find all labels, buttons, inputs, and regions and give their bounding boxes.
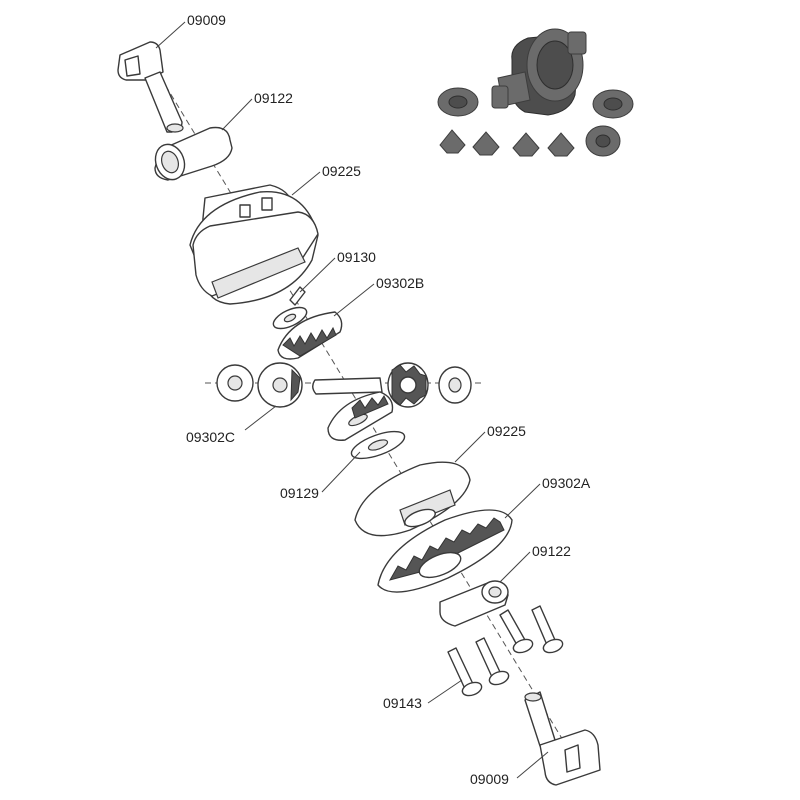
spider-gear-icon [257, 362, 303, 408]
washer-right-icon [438, 366, 472, 404]
label-bearing-bottom: 09122 [532, 543, 571, 559]
loose-bevel-gear-icon [585, 125, 621, 157]
label-outdrive-bottom: 09009 [470, 771, 509, 787]
label-ring-gear: 09302A [542, 475, 591, 491]
loose-spider-gear-icon [439, 129, 466, 154]
bevel-gear-bottom-icon [327, 391, 394, 441]
label-outdrive-top: 09009 [187, 12, 226, 28]
label-case-bottom: 09225 [487, 423, 526, 439]
outdrive-bottom-icon [524, 691, 601, 786]
assembled-diff-photo [437, 28, 634, 157]
spider-gear-right-icon [387, 362, 429, 408]
loose-spider-gear-icon [512, 132, 540, 157]
leader-lines [155, 21, 549, 779]
screw-icon [447, 647, 483, 697]
bevel-gear-top-icon [277, 311, 343, 360]
label-spider-gear: 09302C [186, 429, 235, 445]
label-screws: 09143 [383, 695, 422, 711]
loose-spider-gear-icon [472, 131, 500, 156]
loose-bevel-gear-icon [592, 89, 634, 119]
loose-spider-gear-icon [547, 132, 575, 157]
label-shim: 09129 [280, 485, 319, 501]
screw-icon [499, 609, 534, 654]
cross-pin-icon [312, 377, 383, 395]
label-case-top: 09225 [322, 163, 361, 179]
screw-icon [531, 605, 564, 654]
bearing-top-icon [154, 126, 233, 181]
shim-icon [350, 430, 406, 460]
label-pin: 09130 [337, 249, 376, 265]
washer-left-icon [216, 364, 254, 402]
label-bearing-top: 09122 [254, 90, 293, 106]
loose-bevel-gear-icon [437, 87, 479, 117]
assembled-diff-icon [491, 28, 587, 116]
bearing-bottom-icon [439, 580, 509, 627]
ring-gear-icon [377, 509, 513, 593]
pin-icon [289, 286, 306, 306]
washer-top-icon [272, 306, 308, 330]
screw-icon [475, 637, 510, 686]
diff-case-bottom-icon [354, 461, 471, 537]
label-bevel-gear-top: 09302B [376, 275, 424, 291]
outdrive-top-icon [117, 41, 184, 133]
diff-case-top-icon [189, 184, 319, 305]
